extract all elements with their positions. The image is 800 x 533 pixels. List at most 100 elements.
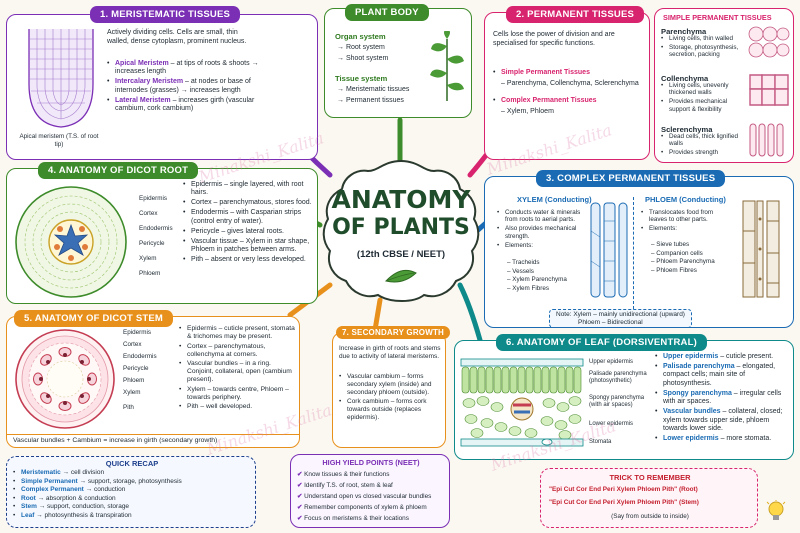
recap-item-text: → absorption & conduction bbox=[36, 495, 116, 502]
leaf-label: Stomata bbox=[589, 439, 611, 445]
complex-divider bbox=[633, 197, 634, 309]
center-title-line2: OF PLANTS bbox=[320, 215, 482, 240]
recap-item-head: Stem bbox=[21, 503, 37, 510]
high-yield-item: ✔ Understand open vs closed vascular bun… bbox=[297, 491, 449, 502]
high-yield-item: ✔ Focus on meristems & their locations bbox=[297, 513, 449, 524]
plant-body-title: PLANT BODY bbox=[345, 4, 429, 21]
recap-item-head: Simple Permanent bbox=[21, 478, 78, 485]
dicot-root-panel: Epidermis Cortex Endodermis Pericycle Xy… bbox=[6, 168, 318, 304]
collenchyma-cells-diagram bbox=[748, 73, 790, 109]
stem-label: Xylem bbox=[123, 389, 141, 396]
palisade-cell bbox=[526, 367, 533, 393]
spongy-cell bbox=[463, 399, 475, 408]
stem-label: Pith bbox=[123, 404, 134, 411]
root-item: Endodermis – with Casparian strips (cont… bbox=[183, 209, 315, 226]
stem-item: Xylem – towards centre, Phloem – towards… bbox=[179, 386, 299, 402]
phloem-sieve-tube-diagram bbox=[739, 199, 789, 299]
xylem-elements: – Tracheids – Vessels – Xylem Parenchyma… bbox=[507, 259, 567, 293]
phloem-element: – Phloem Fibres bbox=[651, 267, 715, 276]
palisade-cell bbox=[566, 367, 573, 393]
spongy-cell bbox=[555, 421, 567, 430]
trick-panel: TRICK TO REMEMBER "Epi Cut Cor End Peri … bbox=[540, 468, 758, 528]
leaf-label: Lower epidermis bbox=[589, 421, 633, 427]
spongy-cell bbox=[491, 403, 503, 412]
lightbulb-icon bbox=[766, 500, 786, 524]
phloem-head: PHLOEM (Conducting) bbox=[645, 195, 726, 204]
root-item: Cortex – parenchymatous, stores food. bbox=[183, 199, 315, 207]
organ-item: → Shoot system bbox=[337, 55, 388, 64]
palisade-cell bbox=[574, 367, 581, 393]
dicot-root-ts-diagram bbox=[13, 183, 135, 301]
leaf-item-text: – cuticle present. bbox=[718, 353, 773, 360]
recap-item: Meristematic → cell division bbox=[13, 469, 253, 477]
root-item: Epidermis – single layered, with root ha… bbox=[183, 181, 315, 198]
spongy-cell bbox=[525, 429, 537, 438]
xylem-item: Also provides mechanical strength. bbox=[497, 225, 587, 240]
recap-item: Leaf → photosynthesis & transpiration bbox=[13, 512, 253, 520]
leaf-item: Palisade parenchyma – elongated, compact… bbox=[655, 363, 791, 388]
parenchyma-list: Living cells, thin walled Storage, photo… bbox=[661, 35, 743, 60]
sclerenchyma-item: Dead cells, thick lignified walls bbox=[661, 133, 743, 148]
phloem-list: Translocates food from leaves to other p… bbox=[641, 209, 731, 234]
palisade-cell bbox=[510, 367, 517, 393]
recap-item-head: Meristematic bbox=[21, 469, 61, 476]
organ-item: → Root system bbox=[337, 44, 385, 53]
trick-line-3: (Say from outside to inside) bbox=[541, 513, 758, 522]
sclerenchyma-fibres-diagram bbox=[748, 122, 790, 158]
trick-line-1: "Epi Cut Cor End Peri Xylem Phloem Pith"… bbox=[549, 486, 698, 495]
dicot-stem-title: 5. ANATOMY OF DICOT STEM bbox=[14, 310, 173, 327]
dicot-stem-ts-diagram bbox=[13, 327, 117, 431]
xylem-dot bbox=[80, 394, 84, 398]
meristem-item-head: Lateral Meristem bbox=[115, 97, 171, 104]
high-yield-item: ✔ Know tissues & their functions bbox=[297, 469, 449, 480]
spongy-cell bbox=[569, 415, 581, 424]
trick-line-2: "Epi Cut Cor End Peri Xylem Phloem Pith"… bbox=[549, 499, 699, 508]
stem-item: Vascular bundles – in a ring. Conjoint, … bbox=[179, 360, 299, 384]
palisade-cells bbox=[462, 367, 581, 393]
leaf-item: Spongy parenchyma – irregular cells with… bbox=[655, 390, 791, 407]
meristem-item: Lateral Meristem – increases girth (vasc… bbox=[107, 97, 262, 114]
palisade-cell bbox=[470, 367, 477, 393]
organ-system-head: Organ system bbox=[335, 32, 386, 41]
spongy-cell bbox=[569, 397, 581, 406]
leaf-ts-diagram bbox=[459, 357, 585, 453]
high-yield-title: HIGH YIELD POINTS (NEET) bbox=[291, 458, 450, 467]
leaf-item-head: Lower epidermis bbox=[663, 435, 719, 442]
palisade-cell bbox=[502, 367, 509, 393]
recap-item-text: → conduction bbox=[84, 486, 126, 493]
secondary-item: Vascular cambium – forms secondary xylem… bbox=[339, 373, 443, 396]
xylem-element: – Tracheids bbox=[507, 259, 567, 268]
root-label: Phloem bbox=[139, 270, 160, 277]
xylem-item: Conducts water & minerals from roots to … bbox=[497, 209, 587, 224]
center-title-line1: ANATOMY bbox=[320, 185, 482, 214]
complex-note: Note: Xylem – mainly unidirectional (upw… bbox=[549, 309, 692, 328]
dicot-root-title: 4. ANATOMY OF DICOT ROOT bbox=[38, 162, 198, 179]
spongy-cell bbox=[509, 427, 521, 436]
quick-recap-list: Meristematic → cell division Simple Perm… bbox=[13, 469, 253, 521]
root-label: Epidermis bbox=[139, 195, 167, 202]
permanent-list: Simple Permanent Tissues bbox=[493, 69, 645, 78]
meristematic-panel: Apical meristem (T.S. of root tip) Activ… bbox=[6, 14, 318, 160]
parenchyma-item: Storage, photosynthesis, secretion, pack… bbox=[661, 44, 743, 59]
root-item: Pericycle – gives lateral roots. bbox=[183, 228, 315, 236]
note-line-2: Phloem – Bidirectional bbox=[556, 319, 685, 327]
root-label: Endodermis bbox=[139, 225, 173, 232]
recap-item: Stem → support, conduction, storage bbox=[13, 503, 253, 511]
high-yield-item: ✔ Identify T.S. of root, stem & leaf bbox=[297, 480, 449, 491]
meristematic-title: 1. MERISTEMATIC TISSUES bbox=[90, 6, 240, 23]
root-label: Cortex bbox=[139, 210, 158, 217]
xylem-vessels-diagram bbox=[589, 201, 629, 299]
root-tip-diagram bbox=[21, 29, 101, 129]
spongy-cell bbox=[481, 419, 493, 428]
leaf-item-head: Palisade parenchyma bbox=[663, 363, 735, 370]
leaf-item: Vascular bundles – collateral, closed; x… bbox=[655, 408, 791, 433]
center-subtitle: (12th CBSE / NEET) bbox=[320, 249, 482, 260]
quick-recap-panel: QUICK RECAP Meristematic → cell division… bbox=[6, 456, 256, 528]
xylem-element: – Xylem Parenchyma bbox=[507, 276, 567, 285]
high-yield-panel: HIGH YIELD POINTS (NEET) ✔ Know tissues … bbox=[290, 454, 450, 528]
recap-item-head: Leaf bbox=[21, 512, 34, 519]
xylem-element: – Xylem Fibres bbox=[507, 285, 567, 294]
palisade-cell bbox=[558, 367, 565, 393]
xylem-dot bbox=[80, 360, 84, 364]
permanent-item: Complex Permanent Tissues bbox=[493, 97, 645, 105]
